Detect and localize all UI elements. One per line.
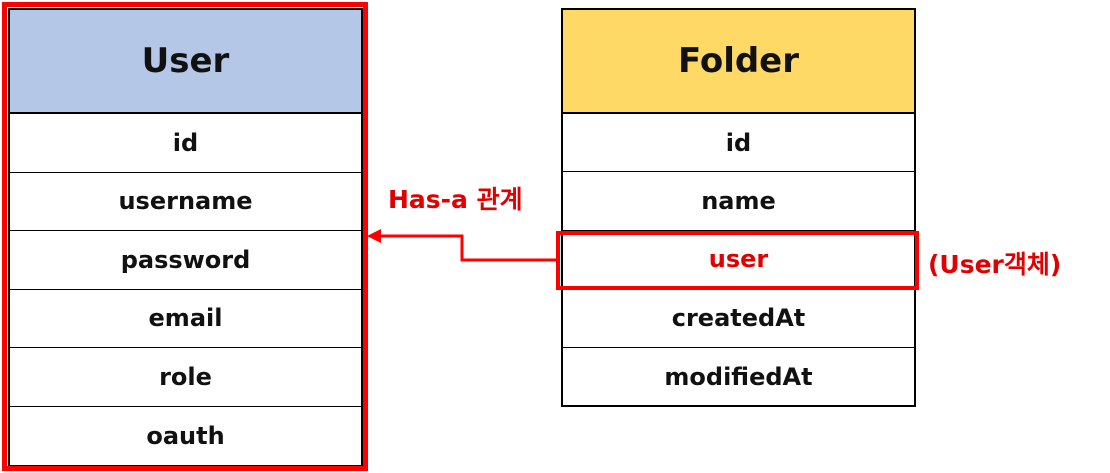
relation-connector-line xyxy=(378,234,556,262)
user-entity-table: User id username password email role oau… xyxy=(8,8,363,467)
user-entity-title: User xyxy=(10,10,361,114)
user-field-oauth: oauth xyxy=(146,421,225,450)
folder-entity-table: Folder id name user createdAt modifiedAt xyxy=(561,8,916,407)
user-field-email: email xyxy=(10,290,361,348)
folder-field-id: id xyxy=(563,114,914,173)
object-note: (User객체) xyxy=(928,250,1062,279)
folder-entity-title: Folder xyxy=(563,10,914,114)
relation-arrowhead xyxy=(367,229,381,243)
user-field-username: username xyxy=(10,173,361,231)
user-field-role: role xyxy=(10,348,361,407)
user-field-id: id xyxy=(10,114,361,173)
folder-field-name: name xyxy=(563,172,914,231)
relation-label: Has-a 관계 xyxy=(388,185,523,214)
user-field-password: password xyxy=(10,231,361,290)
folder-field-modifiedAt: modifiedAt xyxy=(664,362,813,391)
folder-field-createdAt: createdAt xyxy=(563,289,914,348)
